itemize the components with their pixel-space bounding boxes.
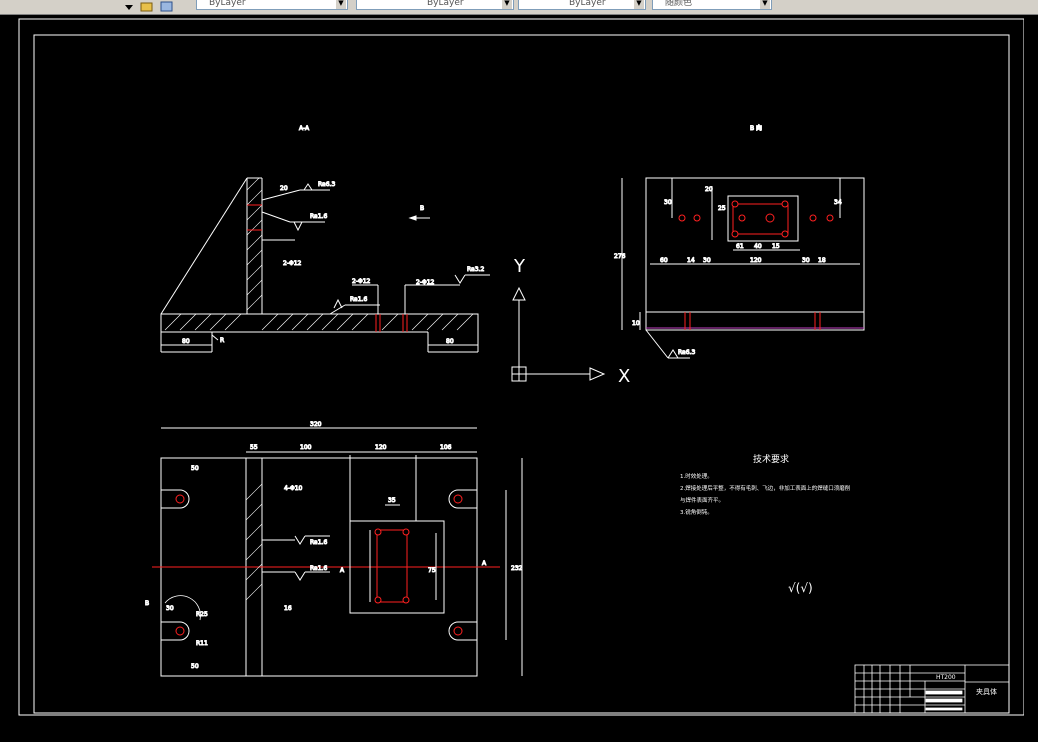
technical-requirements: 技术要求 1.时效处理。 2.焊接处理后平整，不得有毛刺、飞边，非加工表面上的焊… [680,453,851,595]
b-ra-label: Ra6.3 [678,349,695,356]
b-dim-25: 25 [718,205,726,212]
plan-dim-30: 30 [166,605,174,612]
hole-label-2: 2-Φ12 [416,279,435,286]
tech-req-line-1: 1.时效处理。 [680,472,713,480]
plan-dim-55: 55 [250,444,258,451]
chevron-down-icon: ▼ [634,0,644,9]
b-dim-15: 15 [772,243,780,250]
b-dim-30b: 30 [703,257,711,264]
b-dim-60: 60 [660,257,668,264]
plan-dim-16: 16 [284,605,292,612]
lineweight-dropdown[interactable]: ByLayer ▼ [518,0,646,10]
b-dim-34: 34 [834,199,842,206]
plan-dim-35: 35 [388,497,396,504]
layer-states-icon[interactable] [140,0,154,12]
plan-dim-50a: 50 [191,465,199,472]
b-dim-10: 10 [632,320,640,327]
dim-left-base: 80 [182,338,190,345]
color-dropdown-value: ByLayer [209,0,246,8]
tech-req-title: 技术要求 [753,453,789,465]
ucs-y-label: Y [513,256,526,277]
plotstyle-dropdown[interactable]: 随颜色 ▼ [652,0,772,10]
vertical-scrollbar[interactable] [1024,17,1038,735]
dim-label-r: R [220,337,224,344]
hole-label-1: 2-Φ12 [352,278,371,285]
drawing-svg: A-A [18,18,1024,716]
plan-dim-120: 120 [375,444,387,451]
b-direction-view: B 向 276 10 60 14 30 120 30 18 61 40 15 3… [614,124,865,359]
chevron-down-icon: ▼ [760,0,770,9]
b-dim-30c: 30 [802,257,810,264]
plan-section-b: B [145,600,149,607]
chevron-down-icon: ▼ [502,0,512,9]
b-dim-30a: 30 [664,199,672,206]
b-dim-18: 18 [818,257,826,264]
plan-ra-2: Ra1.6 [310,565,327,572]
title-block: HT200 夹具体 [854,664,1010,714]
ucs-icon: Y X [511,256,630,387]
tech-req-line-3: 与焊件表面齐平。 [680,496,724,504]
b-view-label: B 向 [750,124,762,132]
b-dim-20: 20 [705,186,713,193]
layer-dropdown-arrow-icon[interactable] [122,0,136,10]
dim-2-12-vert: 2-Φ12 [283,260,302,267]
b-dim-14: 14 [687,257,695,264]
ucs-x-label: X [618,366,630,387]
plan-ra-1: Ra1.6 [310,539,327,546]
arrow-b-label: B [420,205,424,212]
b-dim-120: 120 [750,257,762,264]
plan-dim-75: 75 [428,567,436,574]
plan-dim-106: 106 [440,444,452,451]
outer-frame [18,18,1024,716]
weld-label-4: Ra3.2 [467,266,484,273]
tech-req-line-2: 2.焊接处理后平整，不得有毛刺、飞边，非加工表面上的焊缝口须磨削 [680,484,851,492]
inner-frame [33,34,1010,714]
b-dim-276: 276 [614,253,626,260]
section-view-a-a: A-A [160,125,490,353]
dim-right-base: 80 [446,338,454,345]
plotstyle-dropdown-value: 随颜色 [665,0,693,8]
tech-req-line-4: 3.锐角倒钝。 [680,508,713,516]
weld-label-3: Ra1.6 [350,296,367,303]
layer-properties-icon[interactable] [160,0,174,12]
plan-dim-4-10: 4-Φ10 [284,485,303,492]
plan-view: 320 55 100 120 106 35 50 50 30 R25 R11 B… [145,421,523,677]
color-dropdown[interactable]: ByLayer ▼ [196,0,348,10]
plan-section-a-left: A [340,567,345,574]
title-block-part-name: 夹具体 [976,687,997,696]
b-dim-61: 61 [736,243,744,250]
weld-label-2: Ra1.6 [310,213,327,220]
drawing-canvas[interactable]: A-A [14,17,1024,735]
properties-toolbar: ByLayer ▼ ByLayer ▼ ByLayer ▼ 随颜色 ▼ [0,0,1038,15]
plan-dim-overall: 320 [310,421,322,428]
section-view-label: A-A [299,125,310,132]
title-block-material: HT200 [936,674,956,681]
plan-dim-232: 232 [511,565,523,572]
linetype-dropdown-value: ByLayer [427,0,464,8]
plan-dim-50b: 50 [191,663,199,670]
dim-20-vert: 20 [280,185,288,192]
plan-dim-r11: R11 [196,640,208,647]
roughness-note: √(√) [788,581,813,595]
plan-section-a-right: A [482,560,487,567]
chevron-down-icon: ▼ [336,0,346,9]
plan-dim-r25: R25 [196,611,208,618]
lineweight-dropdown-value: ByLayer [569,0,606,8]
plan-dim-100: 100 [300,444,312,451]
weld-label-1: Ra6.3 [318,181,335,188]
linetype-dropdown[interactable]: ByLayer ▼ [356,0,514,10]
b-dim-40: 40 [754,243,762,250]
